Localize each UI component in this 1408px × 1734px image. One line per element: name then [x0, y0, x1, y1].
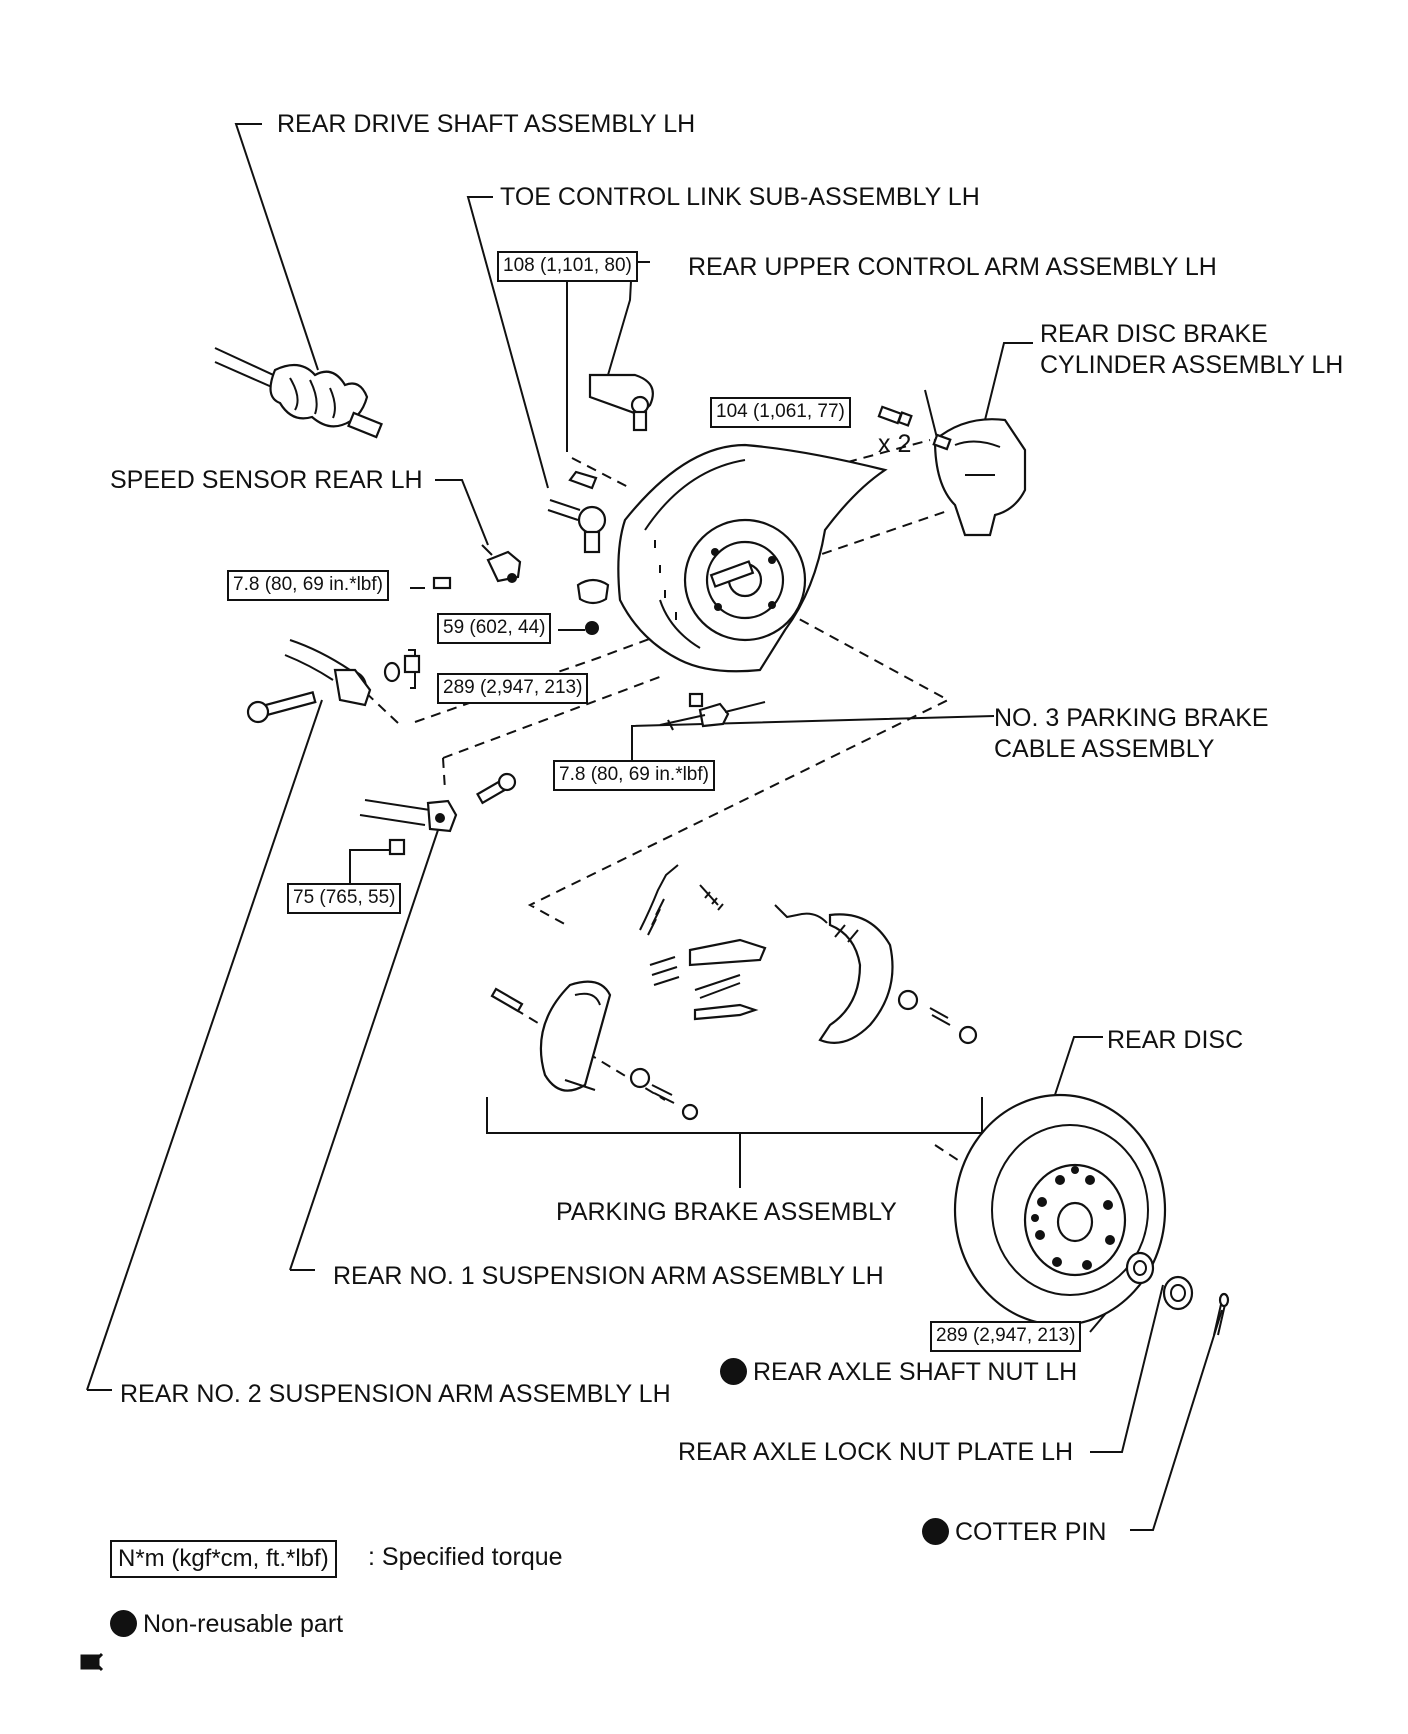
upper-control-arm-drawing — [568, 373, 654, 490]
toe-link-drawing — [547, 499, 610, 635]
torque-caliper: 104 (1,061, 77) — [710, 397, 851, 428]
torque-axle-nut: 289 (2,947, 213) — [930, 1321, 1082, 1352]
torque-cable-bolt: 7.8 (80, 69 in.*lbf) — [553, 760, 715, 791]
torque-no1-arm-nut: 75 (765, 55) — [287, 883, 402, 914]
label-rear-axle-lock-nut-plate: REAR AXLE LOCK NUT PLATE LH — [678, 1438, 1074, 1466]
label-rear-no1-suspension-arm: REAR NO. 1 SUSPENSION ARM ASSEMBLY LH — [333, 1262, 884, 1290]
legend-nonreusable-text: Non-reusable part — [143, 1610, 344, 1638]
label-rear-disc-brake-cylinder-2: CYLINDER ASSEMBLY LH — [1040, 351, 1344, 379]
knuckle-hub-drawing — [617, 443, 888, 673]
non-reusable-icon — [922, 1518, 949, 1545]
label-toe-control-link: TOE CONTROL LINK SUB-ASSEMBLY LH — [500, 183, 980, 211]
label-parking-brake-cable-1: NO. 3 PARKING BRAKE — [994, 704, 1269, 732]
label-rear-drive-shaft: REAR DRIVE SHAFT ASSEMBLY LH — [277, 110, 696, 138]
torque-toe-link-nut: 59 (602, 44) — [437, 613, 552, 644]
rear-disc-drawing — [953, 1093, 1167, 1327]
label-parking-brake-assembly: PARKING BRAKE ASSEMBLY — [556, 1198, 897, 1226]
label-cotter-pin: COTTER PIN — [922, 1518, 1106, 1545]
torque-upper-arm: 108 (1,101, 80) — [497, 251, 638, 282]
lower-arm-bracket-drawing — [246, 639, 421, 724]
label-parking-brake-cable-2: CABLE ASSEMBLY — [994, 735, 1215, 763]
axle-hardware-drawing — [1125, 1251, 1230, 1336]
parking-cable-drawing — [659, 692, 766, 731]
caliper-drawing — [877, 389, 1027, 537]
non-reusable-icon — [720, 1358, 747, 1385]
non-reusable-icon — [110, 1610, 137, 1637]
label-rear-axle-shaft-nut: REAR AXLE SHAFT NUT LH — [720, 1358, 1077, 1385]
label-rear-disc-brake-cylinder-1: REAR DISC BRAKE — [1040, 320, 1268, 348]
torque-no2-arm-nut: 289 (2,947, 213) — [437, 673, 589, 704]
label-rear-upper-control-arm: REAR UPPER CONTROL ARM ASSEMBLY LH — [688, 253, 1217, 281]
legend-torque-desc: : Specified torque — [368, 1543, 563, 1571]
legend-nonreusable: Non-reusable part — [110, 1610, 343, 1637]
parking-brake-parts-drawing — [490, 864, 978, 1121]
label-rear-no2-suspension-arm: REAR NO. 2 SUSPENSION ARM ASSEMBLY LH — [120, 1380, 671, 1408]
label-speed-sensor: SPEED SENSOR REAR LH — [110, 466, 423, 494]
no1-arm-end-drawing — [359, 772, 517, 856]
speed-sensor-drawing — [432, 544, 522, 590]
legend-torque-unit: N*m (kgf*cm, ft.*lbf) — [110, 1540, 337, 1579]
label-bolt-count: x 2 — [878, 430, 912, 458]
torque-speed-sensor: 7.8 (80, 69 in.*lbf) — [227, 570, 389, 601]
cotter-pin-text: COTTER PIN — [955, 1518, 1107, 1546]
rear-axle-shaft-nut-text: REAR AXLE SHAFT NUT LH — [753, 1358, 1078, 1386]
label-rear-disc: REAR DISC — [1107, 1026, 1244, 1054]
drive-shaft-drawing — [214, 347, 383, 439]
figure-marker-icon — [80, 1652, 104, 1672]
